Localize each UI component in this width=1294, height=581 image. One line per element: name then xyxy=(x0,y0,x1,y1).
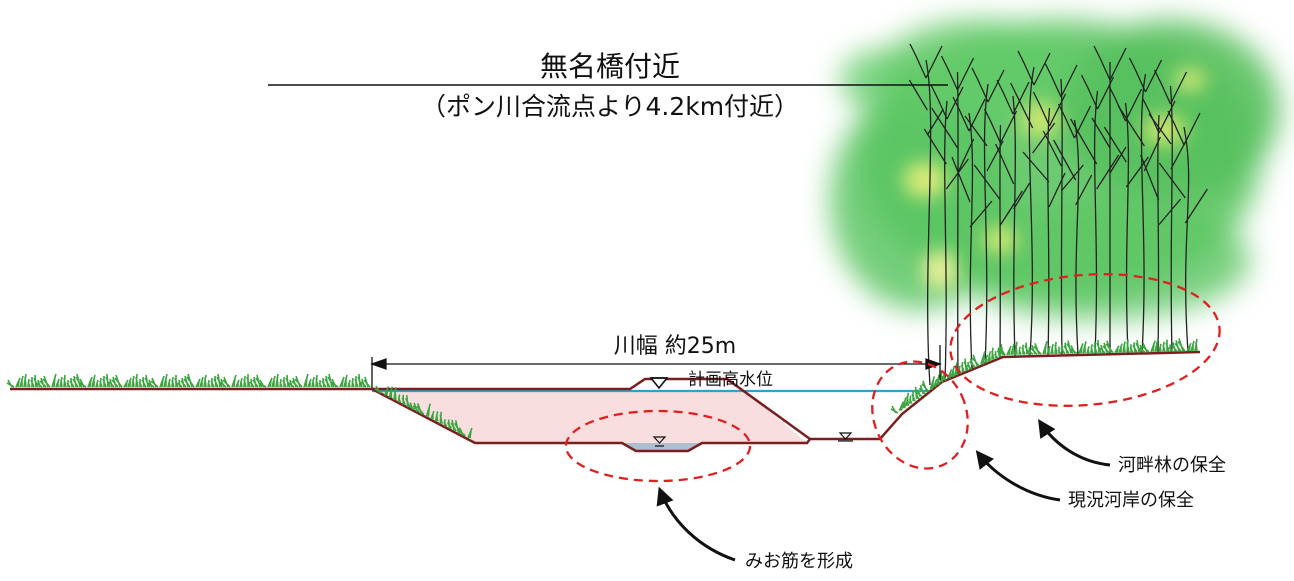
tree-icon xyxy=(1022,91,1067,356)
tree-icon xyxy=(1042,62,1084,356)
tree-icon xyxy=(1158,110,1208,353)
water-level-marker-icon xyxy=(649,377,669,390)
grass-icon xyxy=(938,343,1006,381)
tree-icon xyxy=(995,79,1031,357)
grass-icon xyxy=(6,373,371,388)
tree-icon xyxy=(1070,74,1120,355)
tree-icon xyxy=(923,84,969,381)
tree-icon xyxy=(1010,50,1056,357)
annotation-existing-bank: 現況河岸の保全 xyxy=(1068,490,1194,511)
low-water-channel-ellipse xyxy=(564,409,752,483)
tree-icon xyxy=(964,67,1005,365)
tree-icon xyxy=(1091,45,1127,355)
flood-area xyxy=(372,391,807,449)
annotation-low-water-channel: みお筋を形成 xyxy=(745,551,853,572)
tree-icon xyxy=(1053,103,1093,356)
water-level-label: 計画高水位 xyxy=(688,370,773,390)
right-bank-grass xyxy=(890,338,1198,414)
channel-arrow-icon xyxy=(656,486,736,562)
tree-icon xyxy=(908,43,944,386)
grass-icon xyxy=(997,338,1198,356)
tree-foliage xyxy=(830,20,1280,320)
grass-icon xyxy=(374,385,473,439)
riparian-arrow-icon xyxy=(1038,418,1111,467)
terrace-water-marker-icon xyxy=(838,432,853,442)
left-grass xyxy=(6,373,371,388)
page-subtitle: （ポン川合流点より4.2km付近） xyxy=(421,92,799,121)
tree-icon xyxy=(931,55,975,376)
annotation-riparian-forest: 河畔林の保全 xyxy=(1118,455,1226,476)
tree-icon xyxy=(1140,98,1182,354)
river-width-label: 川幅 約25m xyxy=(614,334,736,359)
tree-icon xyxy=(1148,69,1188,353)
tree-trunks xyxy=(908,43,1208,386)
tree-icon xyxy=(951,96,993,370)
annotation-ellipses xyxy=(564,273,1221,483)
ground-profile xyxy=(10,350,1201,453)
slope-grass xyxy=(374,385,473,439)
tree-icon xyxy=(1117,57,1163,354)
riparian-forest-ellipse xyxy=(949,273,1221,407)
tree-icon xyxy=(973,108,1023,359)
existing-bank-ellipse xyxy=(871,360,969,470)
bank-arrow-icon xyxy=(975,450,1061,502)
page-title: 無名橋付近 xyxy=(540,50,680,83)
annotation-arrows xyxy=(656,418,1111,562)
low-water-marker-icon xyxy=(652,436,667,447)
